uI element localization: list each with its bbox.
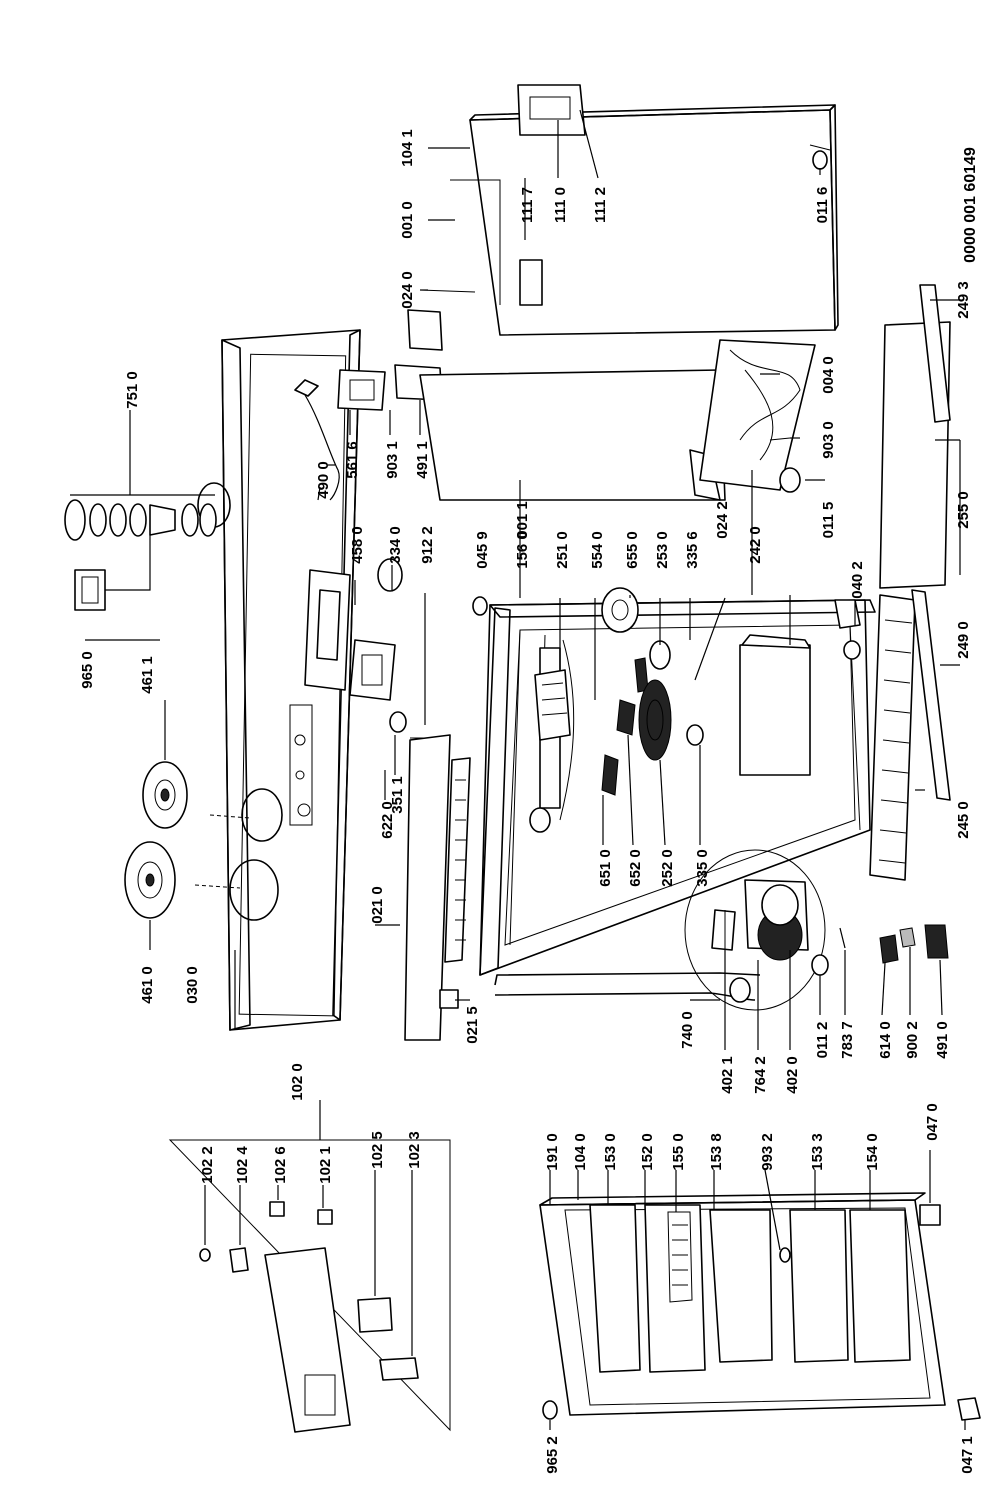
label-458-0: 458 0 (349, 526, 366, 564)
label-652-0: 652 0 (627, 849, 644, 887)
label-965-2: 965 2 (544, 1436, 561, 1474)
label-461-0: 461 0 (139, 966, 156, 1004)
label-102-0: 102 0 (289, 1063, 306, 1101)
cabinet-side-wall (419, 339, 816, 501)
door-pin-bottom (542, 1397, 981, 1421)
label-047-1: 047 1 (959, 1436, 976, 1474)
label-334-0: 334 0 (387, 526, 404, 564)
label-490-0: 490 0 (315, 461, 332, 499)
label-001-0: 001 0 (399, 201, 416, 239)
label-045-9: 045 9 (474, 531, 491, 569)
label-102-6: 102 6 (272, 1146, 289, 1184)
label-030-0: 030 0 (184, 966, 201, 1004)
label-252-0: 252 0 (659, 849, 676, 887)
label-102-3: 102 3 (406, 1131, 423, 1169)
label-111-2: 111 2 (592, 187, 609, 223)
label-021-5: 021 5 (464, 1006, 481, 1044)
label-156-0: 156 0 (514, 531, 531, 569)
label-751-0: 751 0 (124, 371, 141, 409)
label-242-0: 242 0 (747, 526, 764, 564)
label-912-2: 912 2 (419, 526, 436, 564)
label-153-0: 153 0 (602, 1133, 619, 1171)
label-351-1: 351 1 (389, 776, 406, 814)
label-903-0: 903 0 (820, 421, 837, 459)
knob-461-0 (124, 841, 176, 919)
label-651-0: 651 0 (597, 849, 614, 887)
front-trim (404, 734, 471, 1041)
label-253-0: 253 0 (654, 531, 671, 569)
door-hinge-pin (472, 596, 488, 616)
label-783-7: 783 7 (839, 1021, 856, 1059)
label-111-7: 111 7 (519, 187, 536, 223)
label-111-0: 111 0 (552, 187, 569, 223)
label-153-3: 153 3 (809, 1133, 826, 1171)
label-764-2: 764 2 (752, 1056, 769, 1094)
label-251-0: 251 0 (554, 531, 571, 569)
label-040-2: 040 2 (849, 561, 866, 599)
label-102-4: 102 4 (234, 1146, 251, 1184)
freezer-flap-group (168, 1139, 451, 1433)
label-461-1: 461 1 (139, 656, 156, 694)
wire-shelf-245 (869, 594, 916, 881)
label-154-0: 154 0 (864, 1133, 881, 1171)
part-labels: 0000 001 60149 104 1 001 0 024 0 111 7 1… (79, 129, 979, 1474)
label-402-1: 402 1 (719, 1056, 736, 1094)
label-021-0: 021 0 (369, 886, 386, 924)
label-249-3: 249 3 (955, 281, 972, 319)
label-255-0: 255 0 (955, 491, 972, 529)
label-554-0: 554 0 (589, 531, 606, 569)
label-047-0: 047 0 (924, 1103, 941, 1141)
label-155-0: 155 0 (670, 1133, 687, 1171)
compressor-group (684, 849, 826, 1011)
burner-assembly (64, 499, 217, 611)
cabinet-body (479, 599, 876, 976)
ice-tray (534, 669, 571, 741)
door-panel (419, 84, 839, 336)
label-104-1: 104 1 (399, 129, 416, 167)
label-011-6: 011 6 (814, 187, 831, 224)
label-740-0: 740 0 (679, 1011, 696, 1049)
label-102-1: 102 1 (317, 1146, 334, 1184)
shelf-trim-249-3 (919, 284, 951, 423)
shelf-trim-249-0 (911, 589, 951, 801)
label-191-0: 191 0 (544, 1133, 561, 1171)
inner-door-assembly (539, 1192, 946, 1416)
label-004-0: 004 0 (820, 356, 837, 394)
label-024-2: 024 2 (714, 501, 731, 539)
label-622-0: 622 0 (379, 801, 396, 839)
document-number: 0000 001 60149 (962, 147, 979, 263)
label-102-2: 102 2 (199, 1146, 216, 1184)
label-402-0: 402 0 (784, 1056, 801, 1094)
label-491-1: 491 1 (414, 441, 431, 479)
label-104-0: 104 0 (572, 1133, 589, 1171)
label-335-6: 335 6 (684, 531, 701, 569)
label-024-0: 024 0 (399, 271, 416, 309)
label-245-0: 245 0 (955, 801, 972, 839)
control-bracket (304, 558, 430, 739)
label-965-0: 965 0 (79, 651, 96, 689)
label-153-8: 153 8 (708, 1133, 725, 1171)
label-249-0: 249 0 (955, 621, 972, 659)
label-614-0: 614 0 (877, 1021, 894, 1059)
label-011-5: 011 5 (820, 502, 837, 539)
thermostat-parts (601, 587, 704, 796)
label-561-6: 561 6 (344, 441, 361, 479)
label-152-0: 152 0 (639, 1133, 656, 1171)
condenser-coil (494, 972, 761, 1003)
label-335-0: 335 0 (694, 849, 711, 887)
label-011-2: 011 2 (814, 1022, 831, 1059)
label-903-1: 903 1 (384, 441, 401, 479)
label-993-2: 993 2 (759, 1133, 776, 1171)
label-655-0: 655 0 (624, 531, 641, 569)
label-001-1: 001 1 (514, 501, 531, 539)
label-102-5: 102 5 (369, 1131, 386, 1169)
knob-461-1 (142, 761, 188, 829)
leader-lines (70, 109, 966, 1430)
small-parts-bottom (811, 924, 949, 976)
label-900-2: 900 2 (904, 1021, 921, 1059)
bottom-hinge (834, 599, 861, 660)
label-491-0: 491 0 (934, 1021, 951, 1059)
